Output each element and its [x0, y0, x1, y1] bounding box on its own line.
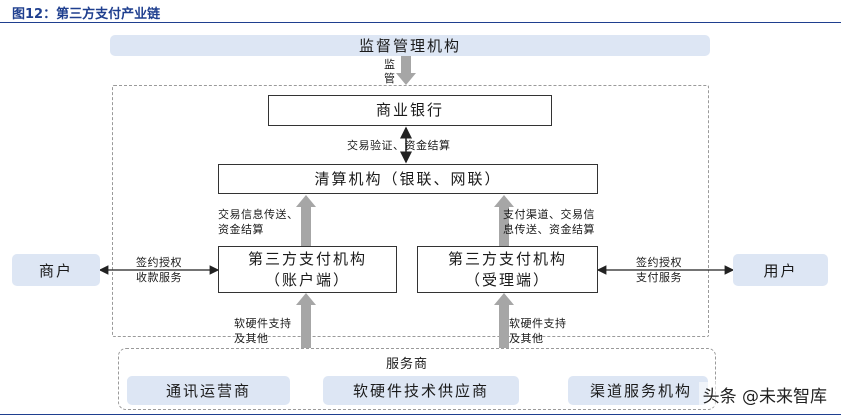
- account-clearing-label: 交易信息传送、 资金结算: [218, 208, 299, 236]
- acquiring-to-clearing-arrow: [494, 195, 514, 246]
- user-label: 用户: [763, 261, 798, 280]
- commercial-bank-label: 商业银行: [375, 101, 444, 119]
- merchant-link-label: 签约授权 收款服务: [136, 256, 182, 284]
- account-box-line2: （账户端）: [264, 270, 350, 289]
- merchant-label: 商户: [38, 261, 73, 280]
- footer-rule: [0, 414, 841, 415]
- service-provider-boundary: [118, 348, 716, 410]
- regulator-label: 监督管理机构: [358, 37, 461, 55]
- service-item-telecom: 通讯运营商: [127, 376, 290, 405]
- payment-institution-acquiring-box: 第三方支付机构 （受理端）: [417, 246, 598, 293]
- merchant-box: 商户: [12, 254, 100, 286]
- supervision-label: 监 管: [384, 58, 395, 85]
- payment-institution-account-box: 第三方支付机构 （账户端）: [218, 246, 397, 293]
- figure-title: 图12：第三方支付产业链: [12, 7, 161, 22]
- clearing-institution-label: 清算机构（银联、网联）: [314, 169, 502, 188]
- header-rule: [0, 22, 841, 23]
- service-item-tech-supplier: 软硬件技术供应商: [323, 376, 519, 405]
- acquiring-box-line1: 第三方支付机构: [447, 249, 567, 268]
- service-item-channel: 渠道服务机构: [568, 376, 708, 405]
- user-link-label: 签约授权 支付服务: [636, 256, 682, 284]
- service-to-acquiring-arrow: [494, 293, 514, 348]
- bank-clearing-label: 交易验证、资金结算: [347, 139, 451, 152]
- service-provider-title: 服务商: [386, 357, 429, 372]
- account-support-label: 软硬件支持 及其他: [234, 317, 292, 345]
- ecosystem-boundary: [112, 85, 709, 337]
- user-box: 用户: [733, 254, 828, 286]
- clearing-institution-box: 清算机构（银联、网联）: [218, 164, 598, 194]
- account-box-line1: 第三方支付机构: [247, 249, 367, 268]
- supervision-arrow: [396, 56, 416, 85]
- acquiring-box-line2: （受理端）: [464, 270, 550, 289]
- service-to-account-arrow: [296, 293, 316, 348]
- regulator-box: 监督管理机构: [110, 35, 710, 56]
- acquiring-support-label: 软硬件支持 及其他: [509, 317, 567, 345]
- source-watermark: 头条 @未来智库: [698, 382, 831, 407]
- account-to-clearing-arrow: [296, 195, 316, 246]
- acquiring-clearing-label: 支付渠道、交易信 息传送、资金结算: [503, 208, 595, 236]
- commercial-bank-box: 商业银行: [268, 95, 552, 126]
